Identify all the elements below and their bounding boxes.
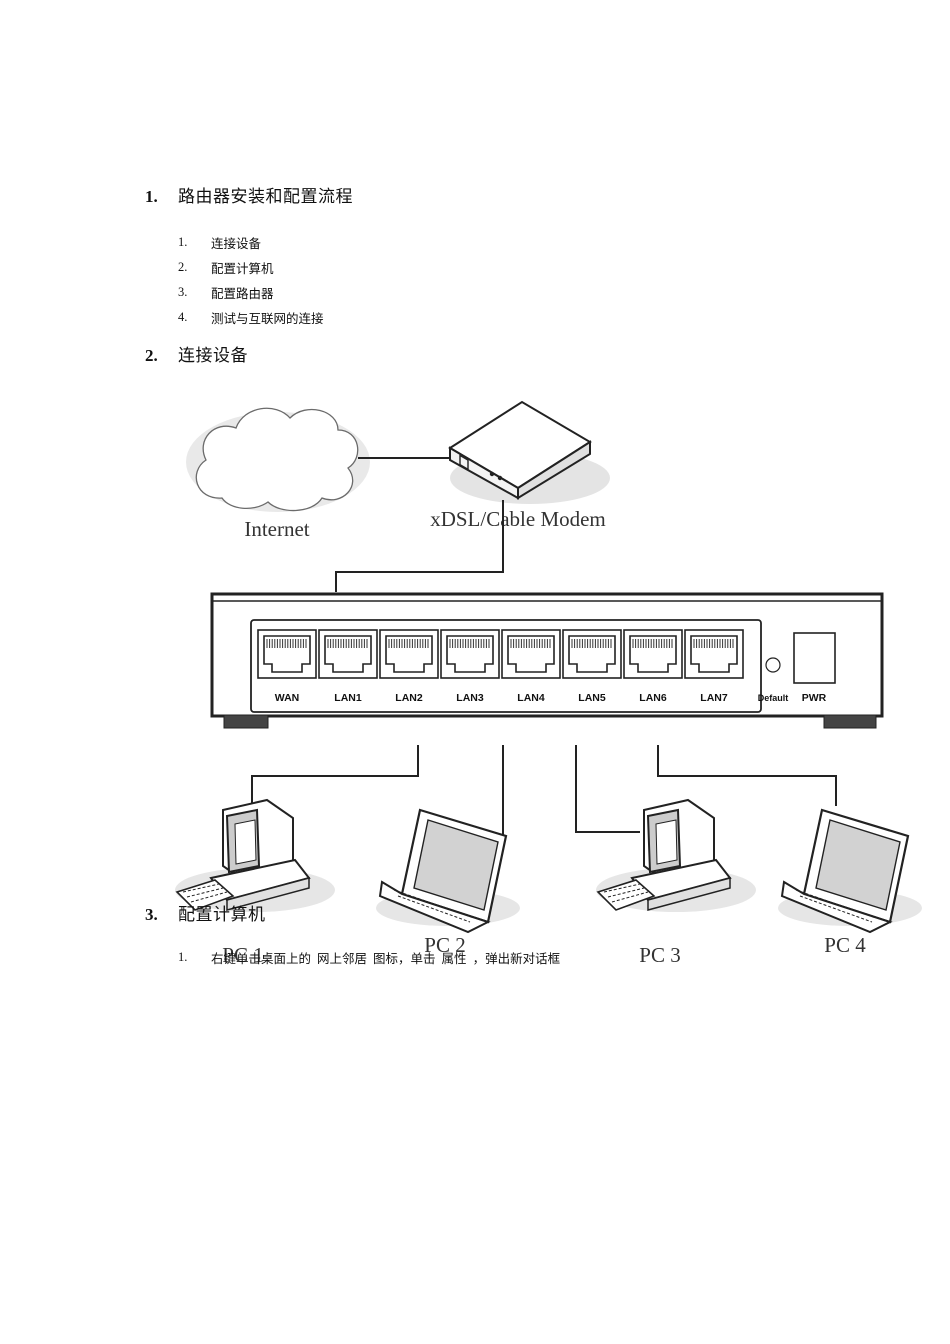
cable-line: [657, 745, 837, 806]
network-diagram: Internet xDSL/Cable Modem WAN LAN1 LAN2 LAN…: [175, 400, 922, 967]
ethernet-port-icon: [318, 629, 378, 679]
port-label: WAN: [275, 692, 300, 704]
laptop-icon: [778, 808, 922, 934]
step-text-part: 网上邻居: [317, 951, 368, 966]
port-label: LAN5: [578, 692, 606, 704]
pc-label: PC 2: [424, 933, 465, 957]
port-label: LAN3: [456, 692, 484, 704]
ethernet-port-icon: [562, 629, 622, 679]
cable-line: [251, 745, 419, 804]
port-label: LAN2: [395, 692, 423, 704]
section-heading-3: 3. 配置计算机: [145, 900, 266, 925]
port-label: LAN6: [639, 692, 667, 704]
section-heading-1: 1. 路由器安装和配置流程: [145, 182, 353, 207]
power-switch-icon: [793, 632, 836, 684]
cable-line: [575, 745, 640, 833]
ethernet-port-icon: [501, 629, 561, 679]
list-item-number: 4.: [178, 310, 188, 324]
step-text-part: 右键单击桌面上的: [211, 951, 312, 966]
section-title: 路由器安装和配置流程: [178, 187, 353, 207]
install-steps-list: 1. 连接设备 2. 配置计算机 3. 配置路由器 4. 测试与互联网的连接: [178, 230, 324, 330]
ethernet-port-icon: [623, 629, 683, 679]
ethernet-port-icon: [257, 629, 317, 679]
port-label: LAN1: [334, 692, 362, 704]
computer-step-1: 1. 右键单击桌面上的 网上邻居 图标，单击 属性 ，弹出新对话框: [178, 948, 560, 967]
step-text-part: ，弹出新对话框: [472, 951, 561, 966]
desktop-computer-icon: [175, 798, 335, 912]
cloud-icon: [186, 407, 370, 512]
router-ports: WAN LAN1 LAN2 LAN3 LAN4 LAN5 LAN6 LAN7: [257, 629, 744, 704]
ethernet-port-icon: [440, 629, 500, 679]
list-item: 3. 配置路由器: [178, 280, 324, 305]
section-title: 连接设备: [178, 346, 248, 366]
desktop-computer-icon: [596, 798, 756, 912]
list-item-text: 配置路由器: [211, 286, 274, 301]
list-item-number: 1.: [178, 235, 188, 249]
list-item-text: 连接设备: [211, 236, 262, 251]
port-label: LAN4: [517, 692, 545, 704]
step-text-part: 图标，单击: [373, 951, 436, 966]
modem-label: xDSL/Cable Modem: [430, 507, 606, 531]
list-item-number: 2.: [178, 260, 188, 274]
default-label: Default: [758, 693, 789, 703]
list-item: 1. 连接设备: [178, 230, 324, 255]
list-item-text: 测试与互联网的连接: [211, 311, 324, 326]
section-number: 1.: [145, 187, 158, 206]
list-item-number: 3.: [178, 285, 188, 299]
list-item: 4. 测试与互联网的连接: [178, 305, 324, 330]
pwr-label: PWR: [802, 692, 827, 704]
pc-label: PC 4: [824, 933, 866, 957]
step-text-part: 属性: [441, 951, 467, 966]
list-item-number: 1.: [178, 950, 188, 964]
pc-label: PC 3: [639, 943, 680, 967]
section-title: 配置计算机: [178, 905, 266, 925]
list-item: 2. 配置计算机: [178, 255, 324, 280]
pc-label: PC 1: [222, 943, 263, 967]
laptop-icon: [376, 808, 520, 934]
section-number: 3.: [145, 905, 158, 924]
section-number: 2.: [145, 346, 158, 365]
section-heading-2: 2. 连接设备: [145, 341, 248, 366]
internet-label: Internet: [244, 517, 309, 541]
modem-icon: [448, 400, 610, 504]
ethernet-port-icon: [379, 629, 439, 679]
list-item-text: 配置计算机: [211, 261, 274, 276]
port-label: LAN7: [700, 692, 728, 704]
default-button-icon: [765, 657, 781, 673]
ethernet-port-icon: [684, 629, 744, 679]
cable-line: [335, 500, 504, 592]
